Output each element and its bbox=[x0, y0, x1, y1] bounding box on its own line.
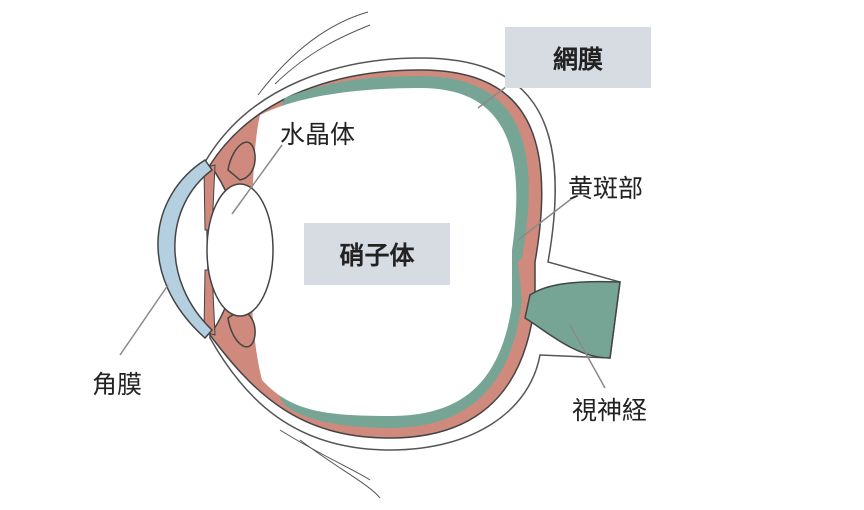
leader-line-macula bbox=[517, 195, 576, 241]
extraocular-line-bottom-2 bbox=[279, 429, 371, 481]
cornea bbox=[157, 158, 214, 340]
leader-line-lens bbox=[231, 144, 283, 215]
label-retina: 網膜 bbox=[552, 44, 603, 74]
label-lens: 水晶体 bbox=[280, 120, 356, 149]
ciliary-body-upper bbox=[227, 141, 256, 181]
label-vitreous: 硝子体 bbox=[339, 241, 415, 270]
label-cornea: 角膜 bbox=[92, 370, 143, 399]
label-retina-box: 網膜 bbox=[505, 27, 651, 88]
lens bbox=[206, 183, 274, 317]
label-macula: 黄斑部 bbox=[568, 174, 644, 203]
label-vitreous-box: 硝子体 bbox=[304, 223, 450, 285]
label-optic-nerve: 視神経 bbox=[572, 396, 648, 425]
leader-line-cornea bbox=[119, 284, 169, 356]
optic-nerve bbox=[524, 280, 621, 359]
extraocular-line-top-2 bbox=[274, 24, 371, 85]
leader-line-optic-nerve bbox=[569, 324, 606, 389]
extraocular-line-top bbox=[257, 11, 369, 96]
